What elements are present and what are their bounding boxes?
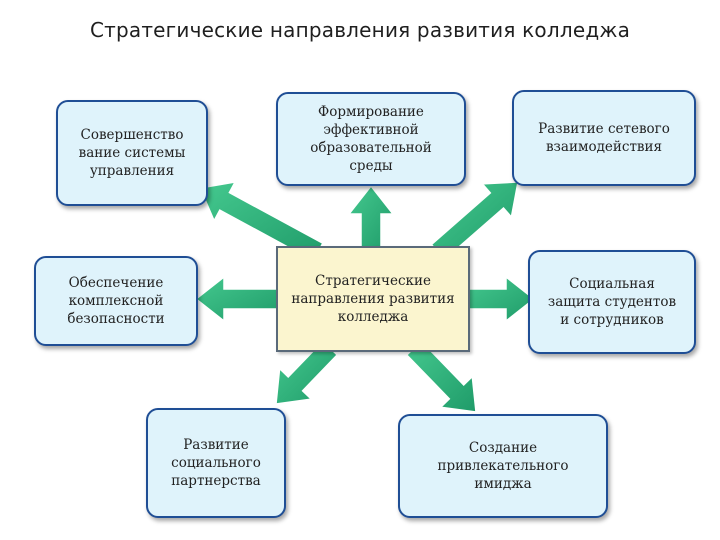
- box-network-interaction-text: Развитие сетевого взаимодействия: [538, 121, 670, 155]
- box-educational-environment: Формирование эффективной образовательной…: [276, 92, 466, 186]
- box-management-system: Совершенство вание системы управления: [56, 100, 208, 206]
- arrow-to-security: [194, 275, 281, 323]
- arrow-to-partnership: [275, 340, 339, 405]
- page-title: Стратегические направления развития колл…: [89, 18, 631, 42]
- box-security-text: Обеспечение комплексной безопасности: [67, 275, 165, 327]
- box-educational-environment-text: Формирование эффективной образовательной…: [310, 104, 432, 174]
- box-attractive-image: Создание привлекательного имиджа: [398, 414, 608, 518]
- box-network-interaction: Развитие сетевого взаимодействия: [512, 90, 696, 186]
- box-management-system-text: Совершенство вание системы управления: [78, 127, 186, 179]
- box-social-partnership: Развитие социального партнерства: [146, 408, 286, 518]
- box-social-protection-text: Социальная защита студентов и сотруднико…: [547, 276, 677, 328]
- box-social-partnership-text: Развитие социального партнерства: [171, 437, 261, 489]
- box-security: Обеспечение комплексной безопасности: [34, 256, 198, 346]
- box-center-text: Стратегические направления развития колл…: [291, 273, 455, 325]
- arrow-to-environment: [347, 184, 395, 251]
- box-attractive-image-text: Создание привлекательного имиджа: [437, 440, 569, 492]
- box-center-strategic-directions: Стратегические направления развития колл…: [276, 246, 470, 352]
- box-social-protection: Социальная защита студентов и сотруднико…: [528, 250, 696, 354]
- arrow-to-network: [430, 181, 519, 261]
- arrow-to-social-protection: [465, 275, 536, 323]
